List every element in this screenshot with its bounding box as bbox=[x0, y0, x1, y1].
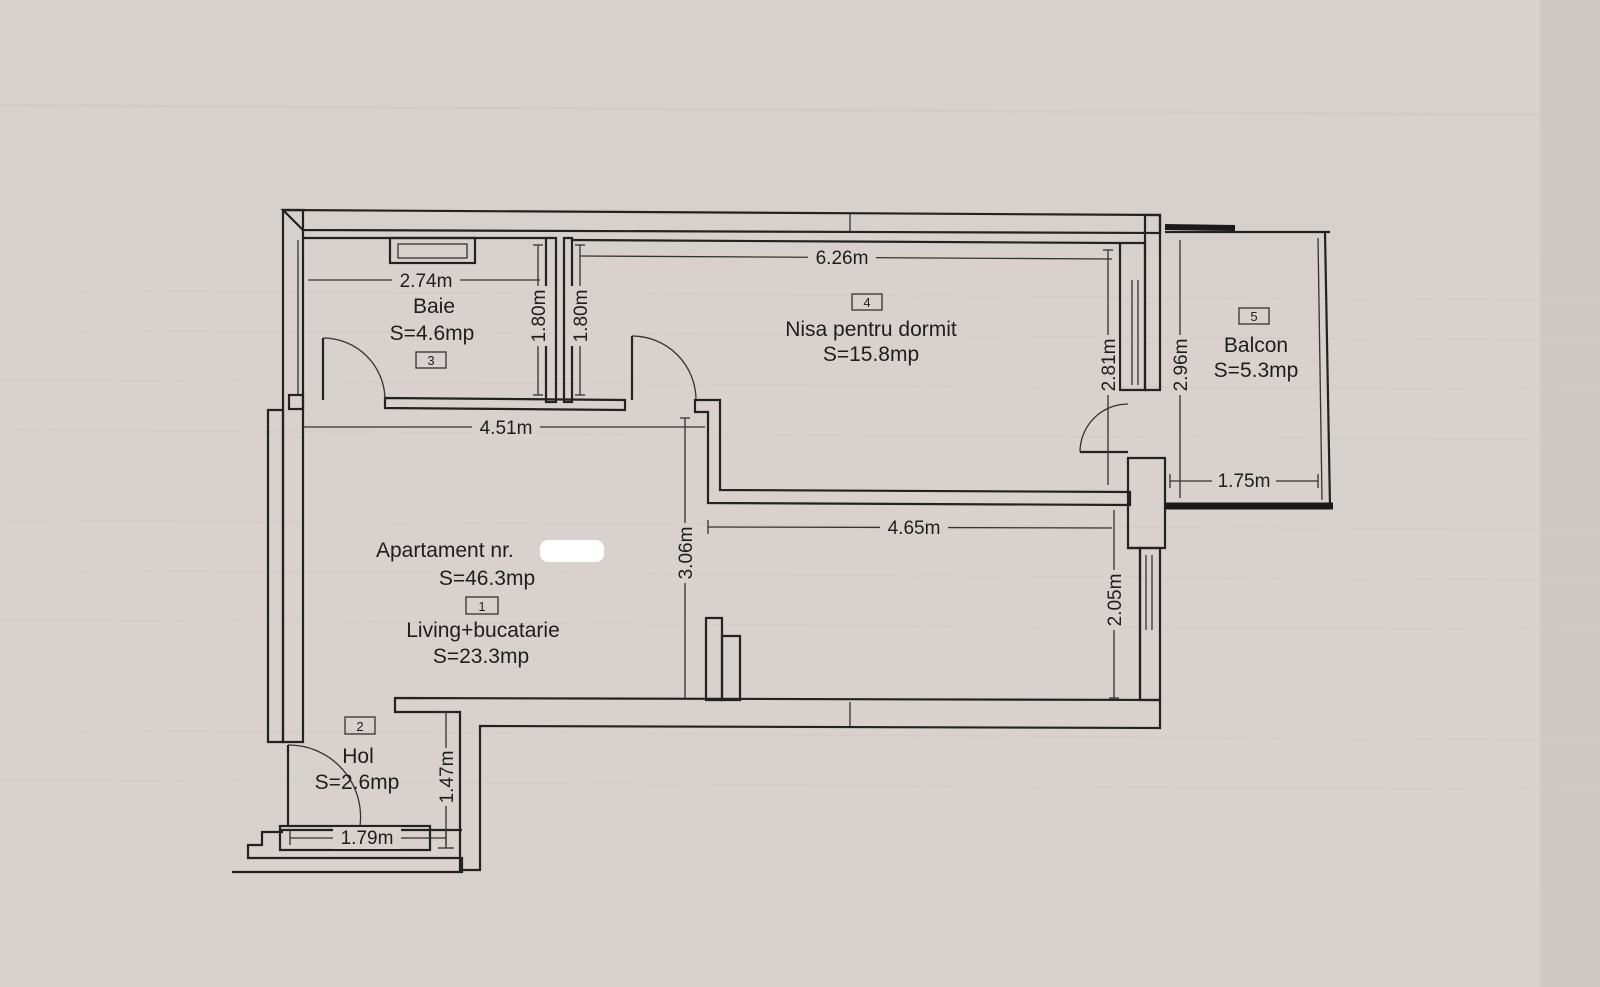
living-bottom-wall bbox=[393, 696, 1162, 872]
room-nisa-area: S=15.8mp bbox=[823, 343, 919, 366]
room-baie-number-box bbox=[415, 351, 447, 369]
room-nisa-number: 4 bbox=[863, 295, 870, 310]
room-baie-area: S=4.6mp bbox=[390, 322, 475, 345]
dimension-label-masks bbox=[333, 245, 1276, 849]
entry-steps bbox=[232, 828, 464, 874]
apartament-name: Apartament nr. bbox=[376, 539, 514, 562]
room-balcon-area: S=5.3mp bbox=[1214, 359, 1299, 382]
balcony-door-swing bbox=[1079, 403, 1129, 453]
apartament-number-redaction bbox=[540, 540, 604, 562]
room-balcon-name: Balcon bbox=[1224, 334, 1288, 357]
bath-fixture bbox=[388, 236, 477, 265]
bath-door-swing bbox=[322, 337, 386, 401]
dim-hol-height: 1.47m bbox=[437, 751, 458, 804]
room-living-number-box bbox=[465, 596, 499, 615]
left-wall-column bbox=[287, 393, 305, 411]
room-living-number: 1 bbox=[478, 599, 485, 614]
room-hol-number-box bbox=[344, 716, 376, 735]
walls bbox=[232, 208, 1167, 874]
dim-nisa-width: 6.26m bbox=[816, 248, 869, 269]
right-wall-pier bbox=[1126, 456, 1167, 550]
nisa-left-partition bbox=[562, 236, 574, 404]
dim-living-right-width: 4.65m bbox=[888, 518, 941, 539]
dim-living-right-height: 2.05m bbox=[1105, 574, 1126, 627]
nisa-bottom-wall bbox=[693, 398, 1132, 507]
room-hol-name: Hol bbox=[342, 745, 374, 768]
doors bbox=[286, 335, 1129, 827]
room-hol: 2 Hol S=2.6mp bbox=[315, 716, 400, 794]
room-balcon: 5 Balcon S=5.3mp bbox=[1214, 307, 1299, 382]
room-nisa: 4 Nisa pentru dormit S=15.8mp bbox=[785, 293, 957, 366]
room-balcon-number: 5 bbox=[1250, 309, 1257, 324]
dim-baie-width: 2.74m bbox=[400, 271, 453, 292]
room-nisa-name: Nisa pentru dormit bbox=[785, 318, 957, 341]
dim-balcon-height: 2.96m bbox=[1171, 339, 1192, 392]
left-wall-lower bbox=[266, 408, 285, 744]
room-hol-area: S=2.6mp bbox=[315, 771, 400, 794]
room-living-area: S=23.3mp bbox=[433, 645, 529, 668]
room-apartament: Apartament nr. S=46.3mp 1 Living+bucatar… bbox=[376, 539, 604, 668]
room-baie-number: 3 bbox=[427, 353, 434, 368]
dim-balcon-width: 1.75m bbox=[1218, 471, 1271, 492]
nisa-door-swing bbox=[631, 335, 697, 401]
dim-living-top-width: 4.51m bbox=[480, 418, 533, 439]
room-living-name: Living+bucatarie bbox=[406, 619, 560, 642]
dim-baie-height-2: 1.80m bbox=[571, 290, 592, 343]
bath-bottom-wall bbox=[383, 396, 627, 412]
dim-hol-width: 1.79m bbox=[341, 828, 394, 849]
room-balcon-number-box bbox=[1238, 307, 1270, 325]
entry-door-swing bbox=[287, 744, 362, 827]
page-edge-shadow bbox=[1540, 0, 1600, 987]
dim-living-height: 3.06m bbox=[676, 527, 697, 580]
dim-nisa-height: 2.81m bbox=[1099, 339, 1120, 392]
room-hol-number: 2 bbox=[356, 719, 363, 734]
bath-partition bbox=[544, 236, 558, 404]
room-baie: Baie S=4.6mp 3 bbox=[390, 295, 475, 369]
balcony-outline bbox=[1164, 224, 1333, 510]
dim-baie-height: 1.80m bbox=[529, 290, 550, 343]
room-nisa-number-box bbox=[851, 293, 883, 311]
apartament-area: S=46.3mp bbox=[439, 567, 535, 590]
room-baie-name: Baie bbox=[413, 295, 455, 318]
dimension-labels: 2.74m 1.80m 1.80m 6.26m 2.81m 2.96m 1.75… bbox=[341, 248, 1271, 849]
